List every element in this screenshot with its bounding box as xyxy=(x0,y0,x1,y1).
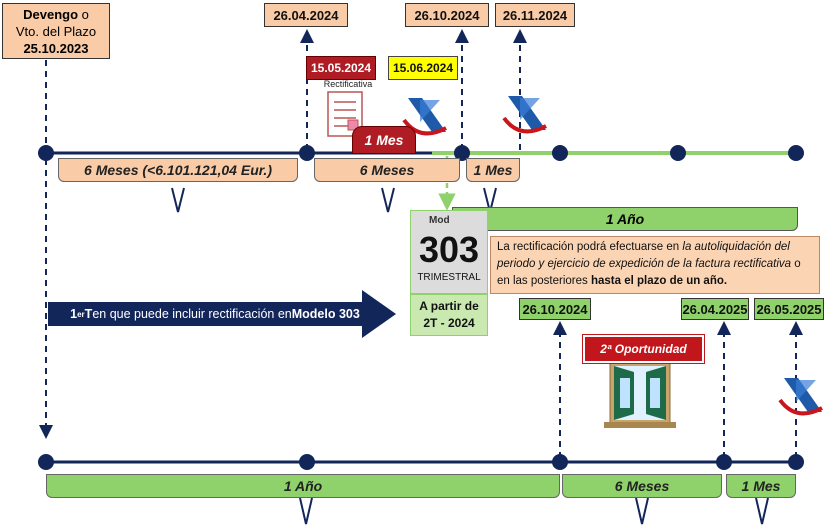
tax-agency-logo-3 xyxy=(778,378,823,416)
devengo-label: Devengo xyxy=(23,7,79,22)
date-box-top-1: 26.04.2024 xyxy=(264,3,348,27)
arrow-lead2: T xyxy=(84,307,93,321)
rectificativa-date: 15.05.2024 xyxy=(306,56,376,80)
date-box-bottom-2: 26.04.2025 xyxy=(681,298,749,320)
note-part4: hasta el plazo de un año. xyxy=(590,275,728,287)
apartir-box: A partir de 2T - 2024 xyxy=(410,294,488,336)
apartir-line2: 2T - 2024 xyxy=(423,316,475,330)
devengo-line2: Vto. del Plazo xyxy=(15,24,97,39)
document-icon xyxy=(327,91,363,137)
second-opportunity-label: 2ª Oportunidad xyxy=(582,334,705,364)
tax-agency-logo-2 xyxy=(502,96,547,134)
modelo-type: TRIMESTRAL xyxy=(417,272,481,283)
apartir-line1: A partir de xyxy=(419,299,479,313)
modelo-303-card: Mod 303 TRIMESTRAL xyxy=(410,210,488,294)
window-icon xyxy=(604,361,676,428)
one-month-red-tab: 1 Mes xyxy=(352,126,416,154)
modelo-prefix: Mod xyxy=(429,215,450,226)
rectificativa-label: Rectificativa xyxy=(323,79,373,89)
devengo-date: 25.10.2023 xyxy=(23,41,89,56)
arrow-sup: er xyxy=(77,309,85,319)
date-box-bottom-3: 26.05.2025 xyxy=(754,298,824,320)
note-part2: la autoliquidación del periodo y ejercic… xyxy=(497,241,792,270)
date-box-top-3: 26.11.2024 xyxy=(495,3,575,27)
yellow-date: 15.06.2024 xyxy=(388,56,458,80)
devengo-box: Devengo o Vto. del Plazo 25.10.2023 xyxy=(2,3,110,59)
band-six-months-bottom: 6 Meses xyxy=(562,474,722,498)
date-box-top-2: 26.10.2024 xyxy=(405,3,489,27)
band-six-months-limit: 6 Meses (<6.101.121,04 Eur.) xyxy=(58,158,298,182)
arrow-text: en que puede incluir rectificación en xyxy=(92,307,292,321)
devengo-or: o xyxy=(78,7,89,22)
arrow-lead: 1 xyxy=(70,307,78,321)
date-box-bottom-1: 26.10.2024 xyxy=(519,298,591,320)
rectification-note: La rectificación podrá efectuarse en la … xyxy=(490,236,820,294)
band-six-months: 6 Meses xyxy=(314,158,460,182)
tax-agency-logo-1 xyxy=(402,98,447,136)
band-one-month-bottom: 1 Mes xyxy=(726,474,796,498)
modelo-number: 303 xyxy=(418,229,480,270)
band-one-year-bottom: 1 Año xyxy=(46,474,560,498)
band-one-month: 1 Mes xyxy=(466,158,520,182)
band-one-year-top: 1 Año xyxy=(452,207,798,231)
arrow-bold: Modelo 303 xyxy=(291,307,360,321)
note-part3: o en las posteriores xyxy=(497,258,801,287)
note-part1: La rectificación podrá efectuarse en xyxy=(497,241,683,253)
